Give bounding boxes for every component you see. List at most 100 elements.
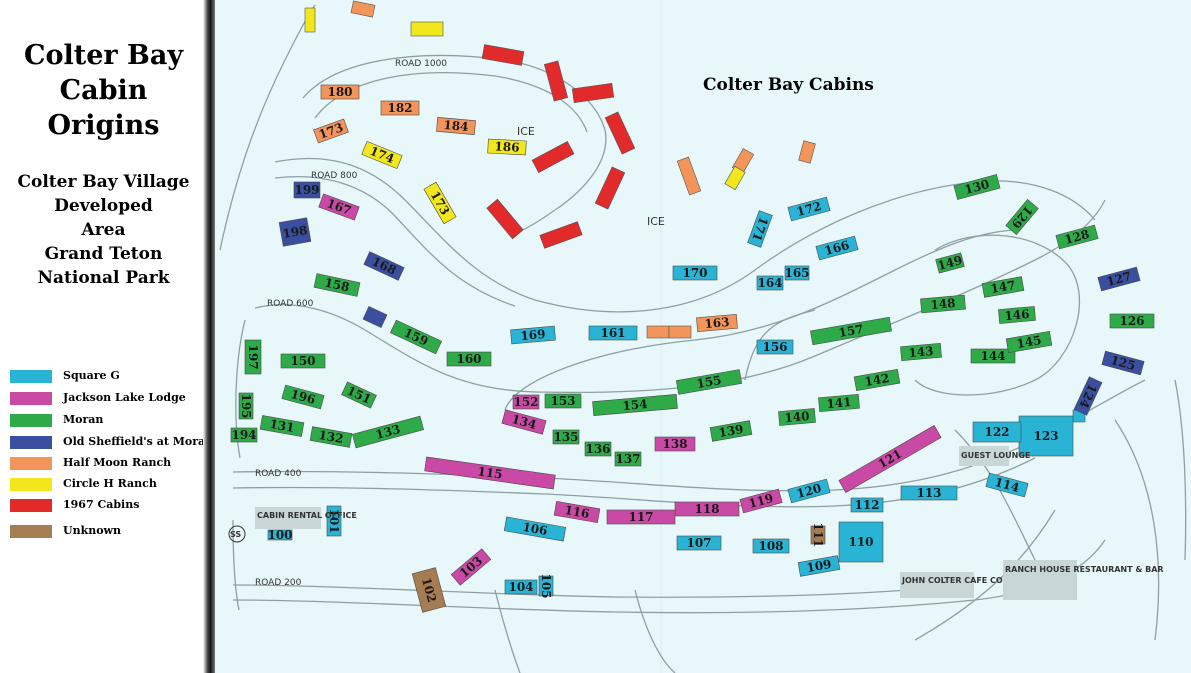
- cabin-shape: [778, 408, 816, 426]
- cabin-shape: [259, 415, 305, 437]
- cabin-shape: [326, 505, 342, 537]
- cabin-shape: [281, 384, 325, 410]
- cabin-number: 157: [837, 322, 864, 340]
- cabin-shape: [1018, 415, 1074, 457]
- cabin-149: 149: [935, 252, 965, 274]
- cabin-shape: [504, 579, 538, 595]
- cabin-shape: [614, 451, 642, 467]
- cabin-number: 186: [494, 139, 520, 154]
- cabin-146: 146: [998, 306, 1036, 324]
- cabin-number: 143: [908, 344, 934, 360]
- cabin-number: 149: [936, 253, 964, 273]
- cabin-unlabeled: [594, 166, 626, 210]
- cabin-number: 147: [989, 278, 1016, 296]
- cabin-shape: [389, 319, 443, 355]
- cabin-186: 186: [487, 138, 527, 156]
- cabin-109: 109: [797, 555, 841, 577]
- cabin-shape: [981, 276, 1025, 298]
- cabin-number: 154: [622, 397, 648, 413]
- cabin-number: 134: [510, 412, 538, 432]
- legend-swatch: [10, 414, 52, 427]
- cabin-number: 160: [456, 352, 481, 366]
- cabin-number: 132: [317, 428, 344, 446]
- cabin-shape: [318, 193, 360, 221]
- ice-label-2: ICE: [647, 215, 665, 228]
- cabin-113: 113: [900, 485, 958, 501]
- cabin-number: 110: [848, 535, 873, 549]
- cabin-194: 194: [230, 427, 258, 443]
- cabin-number: 140: [784, 409, 810, 425]
- cabin-number: 109: [805, 557, 832, 575]
- cabin-shape: [675, 369, 743, 395]
- cabin-number: 198: [281, 223, 308, 241]
- cabin-number: 146: [1004, 307, 1030, 323]
- cabin-number: 148: [930, 296, 956, 312]
- cabin-shape: [446, 351, 492, 367]
- road-label-800: ROAD 800: [311, 171, 358, 181]
- legend-label: Jackson Lake Lodge: [63, 391, 186, 404]
- cabin-shape: [341, 381, 377, 409]
- cabin-shape: [313, 118, 349, 144]
- cabin-number: 194: [231, 428, 256, 442]
- cabin-shape: [747, 210, 773, 248]
- cabin-196: 196: [281, 384, 325, 410]
- cabin-shape: [756, 275, 784, 291]
- cabin-shape: [278, 217, 312, 247]
- ice-label-1: ICE: [517, 125, 535, 138]
- map-heading: Colter Bay Cabins: [703, 75, 874, 95]
- cabin-shape: [230, 427, 258, 443]
- cabin-shape: [538, 575, 554, 597]
- cabin-shape: [361, 141, 403, 169]
- cabin-shape: [672, 265, 718, 281]
- legend-label: 1967 Cabins: [63, 498, 140, 511]
- cabin-197: 197: [244, 339, 262, 375]
- cabin-141: 141: [818, 393, 860, 413]
- cabin-118: 118: [674, 501, 740, 517]
- cabin-shape: [606, 509, 676, 525]
- cabin-number: 141: [826, 395, 852, 411]
- john-colter-cafe-label: JOHN COLTER CAFE COURT: [901, 576, 1021, 585]
- cabin-108: 108: [752, 538, 790, 554]
- cabin-138: 138: [654, 436, 696, 452]
- cabin-shape: [850, 497, 884, 513]
- cabin-shape: [411, 567, 447, 613]
- cabin-unlabeled: [668, 325, 692, 339]
- cabin-number: 184: [443, 118, 469, 134]
- cabin-number: 104: [508, 580, 533, 594]
- cabin-unlabeled: [646, 325, 670, 339]
- cabin-number: 116: [563, 503, 590, 521]
- legend-label: Circle H Ranch: [63, 477, 157, 490]
- cabin-unlabeled: [410, 21, 444, 37]
- cabin-198: 198: [278, 217, 312, 247]
- cabin-number: 142: [863, 371, 890, 389]
- map-subtitle: Colter Bay Village Developed Area Grand …: [17, 172, 190, 288]
- legend-item-square-g: Square G: [10, 367, 210, 387]
- cabin-shape: [787, 478, 831, 504]
- cabin-number: 115: [477, 464, 504, 481]
- cabin-shape: [544, 393, 582, 409]
- cabin-rental-office-plate: [255, 507, 321, 529]
- cabin-shape: [797, 555, 841, 577]
- cabin-157: 157: [810, 316, 892, 346]
- cabin-number: 102: [419, 576, 439, 604]
- cabin-shape: [696, 313, 738, 333]
- cabin-142: 142: [853, 368, 901, 392]
- cabin-unlabeled: [539, 221, 583, 249]
- cabin-shape: [352, 415, 424, 449]
- service-station-label: SS: [230, 530, 241, 539]
- cabin-199: 199: [293, 181, 321, 199]
- cabin-136: 136: [584, 441, 612, 457]
- cabin-shape: [584, 441, 612, 457]
- cabin-shape: [267, 529, 293, 541]
- cabin-shape: [676, 535, 722, 551]
- cabin-154: 154: [592, 394, 678, 416]
- cabin-127: 127: [1097, 266, 1141, 292]
- cabin-unlabeled: [304, 7, 316, 33]
- cabin-shape: [1101, 350, 1145, 376]
- cabin-shape: [853, 368, 901, 392]
- cabin-number: 172: [795, 199, 823, 219]
- cabin-117: 117: [606, 509, 676, 525]
- cabin-134: 134: [501, 409, 547, 435]
- legend-label: Unknown: [63, 524, 122, 537]
- cabin-119: 119: [739, 488, 783, 514]
